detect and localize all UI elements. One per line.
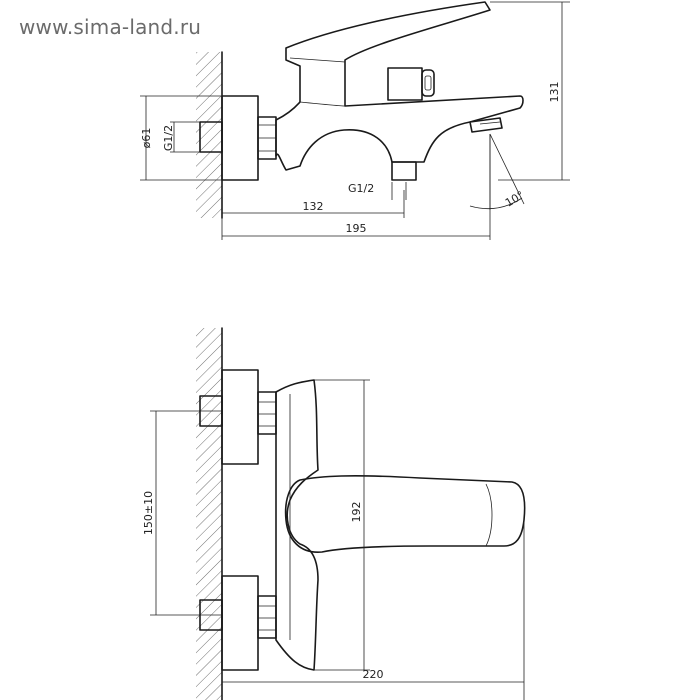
dim-thread-outlet: G1/2 — [348, 182, 407, 200]
mixer-body-top — [275, 1, 524, 181]
bottom-view: 150±10 192 220 — [142, 327, 526, 700]
dim-220-label: 220 — [363, 668, 384, 681]
site-watermark: www.sima-land.ru — [19, 15, 202, 39]
dim-132-label: 132 — [303, 200, 324, 213]
dim-spacing: 150±10 — [142, 410, 222, 616]
dim-angle: 10° — [469, 133, 526, 210]
dim-spacing-label: 150±10 — [142, 491, 155, 535]
mount-block-top — [221, 95, 277, 181]
dim-diameter-61: ø61 — [140, 95, 222, 181]
dim-thread-outlet-label: G1/2 — [348, 182, 374, 195]
dim-192: 192 — [314, 379, 370, 671]
dim-132: 132 — [221, 190, 405, 240]
dim-195-label: 195 — [346, 222, 367, 235]
dim-131-label: 131 — [548, 82, 561, 103]
dim-diameter-label: ø61 — [140, 128, 153, 149]
dim-thread-inlet: G1/2 — [162, 121, 200, 153]
wall-bottom — [196, 327, 223, 700]
dim-thread-inlet-label: G1/2 — [162, 125, 175, 151]
mixer-body-bottom — [275, 379, 526, 671]
top-view: ø61 G1/2 G1/2 132 195 — [140, 1, 570, 240]
dim-131: 131 — [490, 1, 570, 181]
dim-angle-label: 10° — [503, 189, 526, 210]
dim-192-label: 192 — [350, 502, 363, 523]
dim-220: 220 — [222, 520, 525, 700]
